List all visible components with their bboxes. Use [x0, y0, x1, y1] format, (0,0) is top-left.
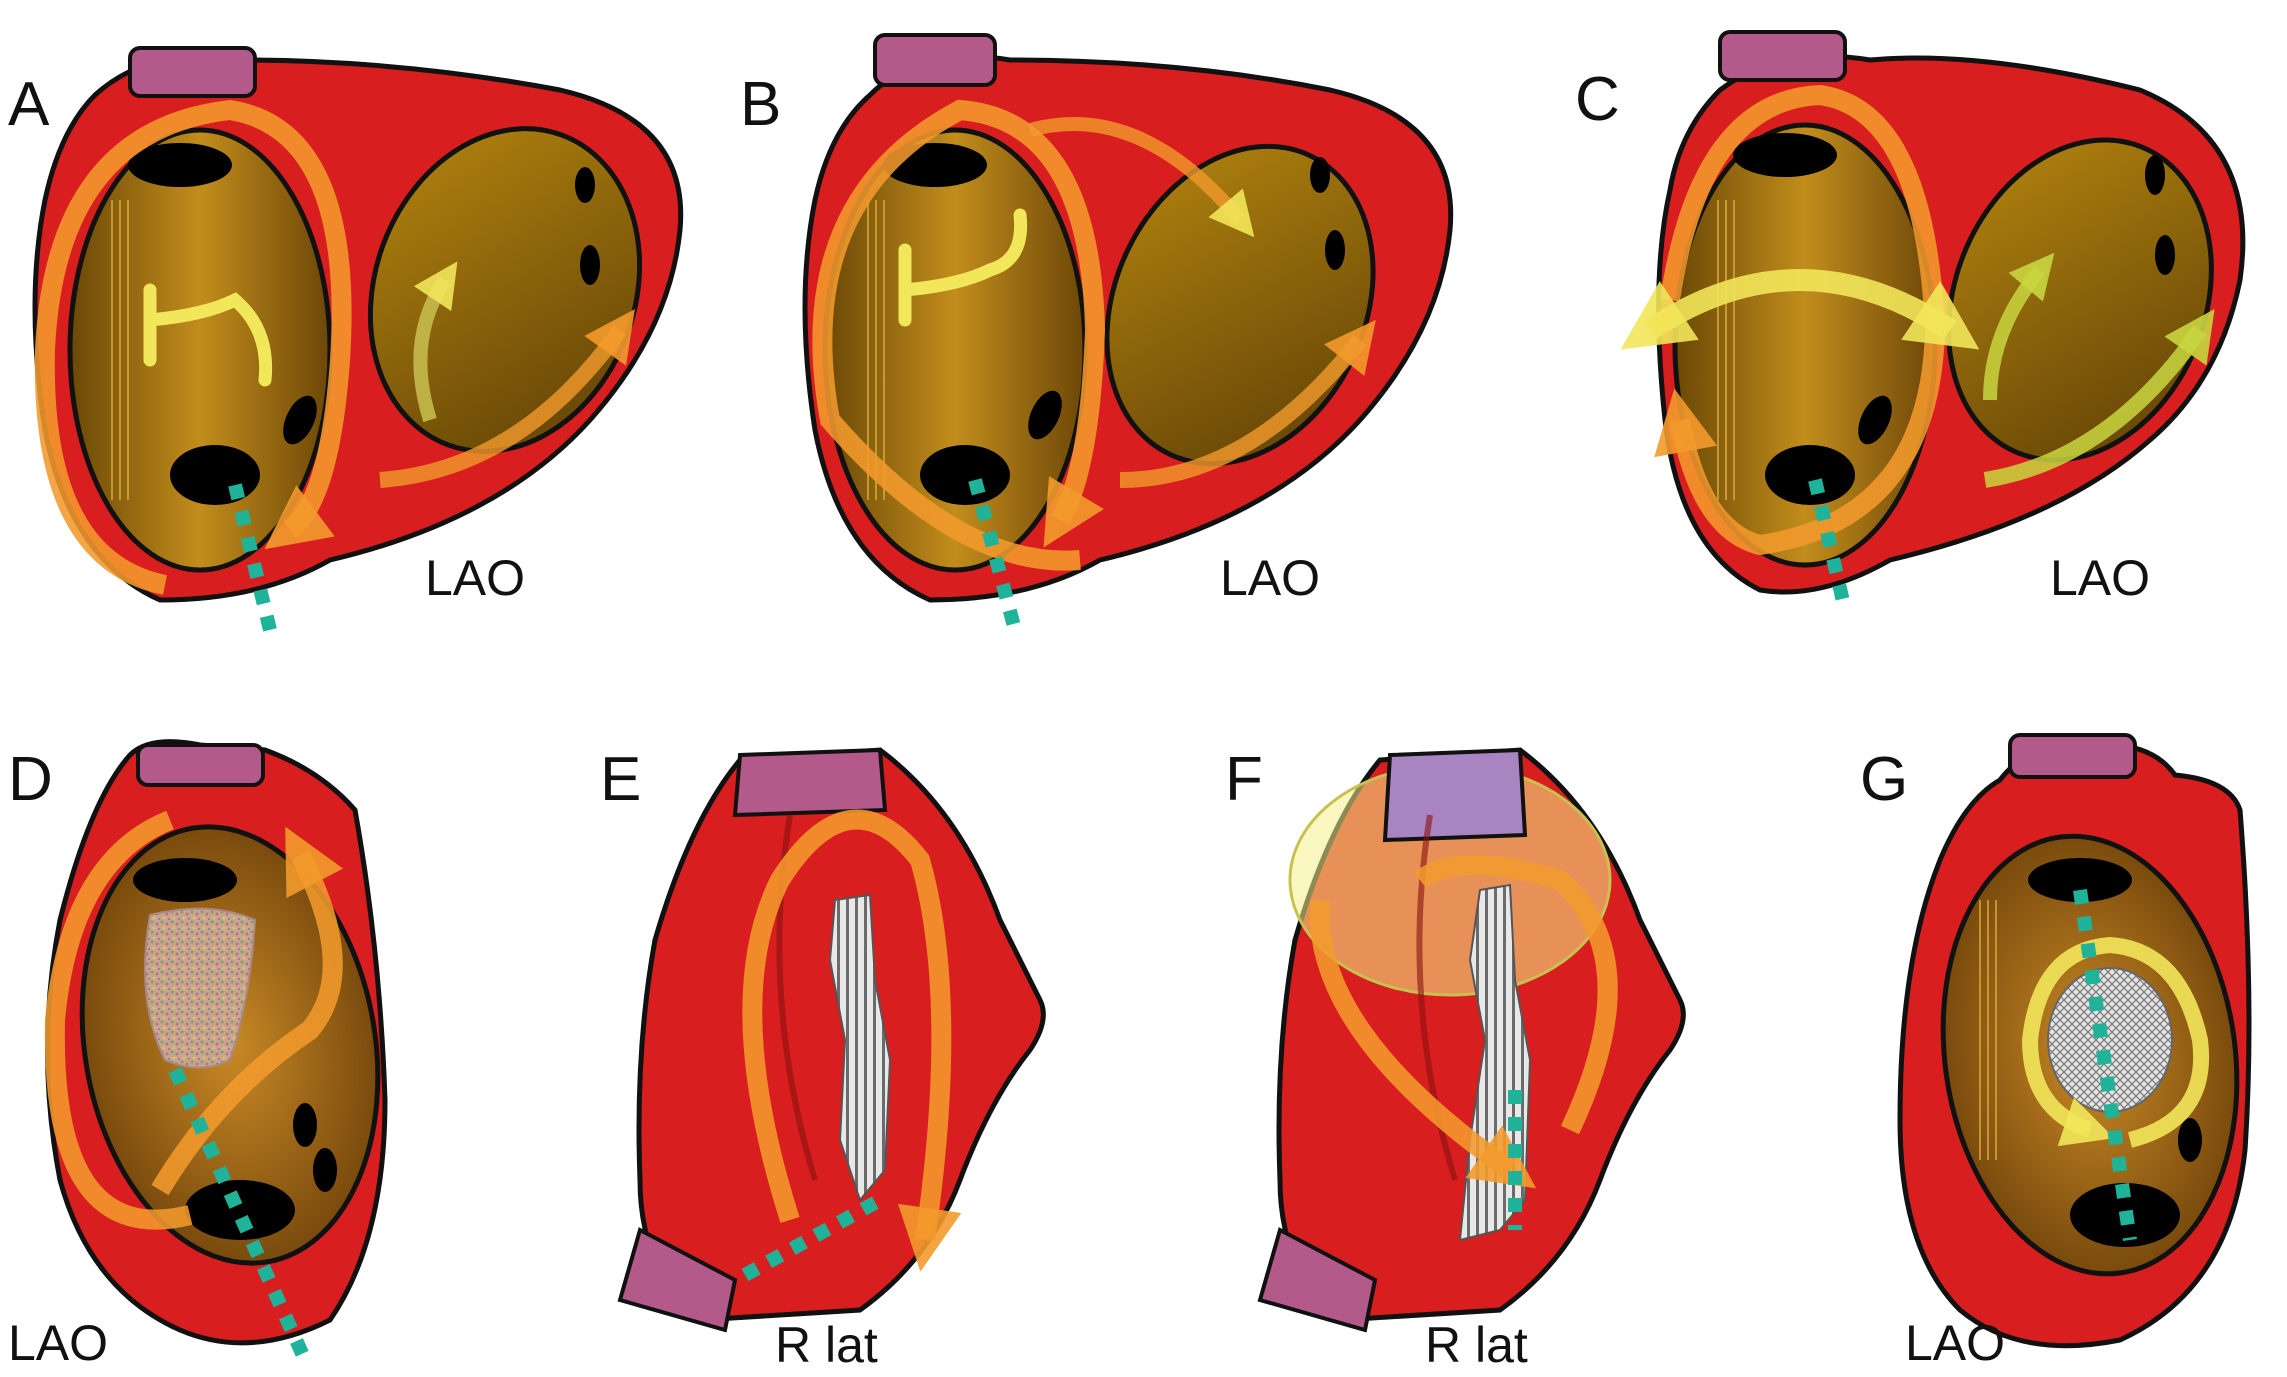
- panel-a-septal-arrow: [379, 309, 635, 488]
- panel-b-roof-arrow: [1028, 117, 1255, 238]
- panel-e-svc-stub: [732, 747, 888, 818]
- panel-b: [802, 33, 1454, 632]
- panel-g-letter: G: [1860, 745, 1908, 814]
- panel-a-right-atrium: [67, 127, 333, 573]
- panel-e-ivc-stub: [617, 1227, 738, 1333]
- panel-d-letter: D: [8, 745, 53, 814]
- panel-a-svc-stub: [128, 46, 257, 98]
- panel-c-view-label: LAO: [2050, 550, 2150, 606]
- panel-a-svc-orifice: [128, 143, 232, 187]
- panel-c-inner-arrow: [1620, 269, 1980, 350]
- panel-c-septal-arrow: [1983, 308, 2215, 488]
- panel-a-la-arrow: [413, 261, 458, 423]
- panel-c-svc-orifice: [1733, 133, 1837, 177]
- panel-e-view-label: R lat: [775, 1317, 878, 1372]
- panel-g-reentry-arrow: [2021, 936, 2210, 1148]
- panel-g-view-label: LAO: [1905, 1315, 2005, 1371]
- panel-f-view-label: R lat: [1425, 1317, 1528, 1372]
- panel-d: [44, 739, 388, 1363]
- panel-d-svc-orifice: [133, 858, 237, 902]
- panel-e-myocardium: [636, 747, 1046, 1323]
- panel-c-ablation-line: [1808, 478, 1852, 612]
- panel-c-la-arrow: [1983, 252, 2055, 401]
- panel-c-letter: C: [1575, 65, 1620, 134]
- panel-d-ivc-orifice: [185, 1180, 295, 1240]
- panel-b-letter: B: [740, 70, 781, 139]
- panel-c: [1620, 30, 2246, 612]
- panel-f: [1257, 747, 1686, 1333]
- panel-b-svc-stub: [873, 33, 997, 87]
- panel-b-septal-arrow: [1119, 319, 1376, 488]
- panel-g-ablation-line: [2073, 889, 2137, 1241]
- panel-b-view-label: LAO: [1220, 550, 1320, 606]
- panel-c-svc-stub: [1718, 30, 1847, 82]
- panel-a: [32, 46, 684, 632]
- panel-f-septal-fold: [1416, 814, 1458, 1181]
- panel-e-scar-region: [828, 893, 892, 1203]
- panel-b-ivc-orifice: [920, 445, 1010, 505]
- panel-d-scar-region: [144, 907, 257, 1069]
- panel-f-reentry-arrow: [1309, 855, 1618, 1170]
- panel-a-reentry-arrow: [34, 99, 352, 595]
- panel-f-letter: F: [1225, 745, 1263, 814]
- panel-g-svc-stub: [2008, 733, 2137, 779]
- panel-d-svc-stub: [136, 743, 265, 787]
- panel-e-letter: E: [600, 745, 641, 814]
- panel-b-coronary-sinus-shape: [898, 208, 1028, 327]
- panel-d-view-label: LAO: [8, 1315, 108, 1371]
- panel-b-reentry-arrow: [812, 99, 1106, 571]
- panel-g-svc-orifice: [2028, 858, 2132, 902]
- panel-e-reentry-arrow: [742, 809, 962, 1272]
- panel-f-ivc-stub: [1257, 1227, 1378, 1333]
- panel-c-ivc-orifice: [1765, 445, 1855, 505]
- panel-a-ivc-orifice: [170, 445, 260, 505]
- panel-a-letter: A: [8, 70, 50, 139]
- panel-a-crista-terminalis: [111, 200, 129, 500]
- panel-a-coronary-sinus-shape: [143, 283, 273, 387]
- panel-a-view-label: LAO: [425, 550, 525, 606]
- panel-f-svc-stub: [1382, 747, 1528, 843]
- panel-e: [617, 747, 1046, 1333]
- panel-g: [1897, 733, 2252, 1349]
